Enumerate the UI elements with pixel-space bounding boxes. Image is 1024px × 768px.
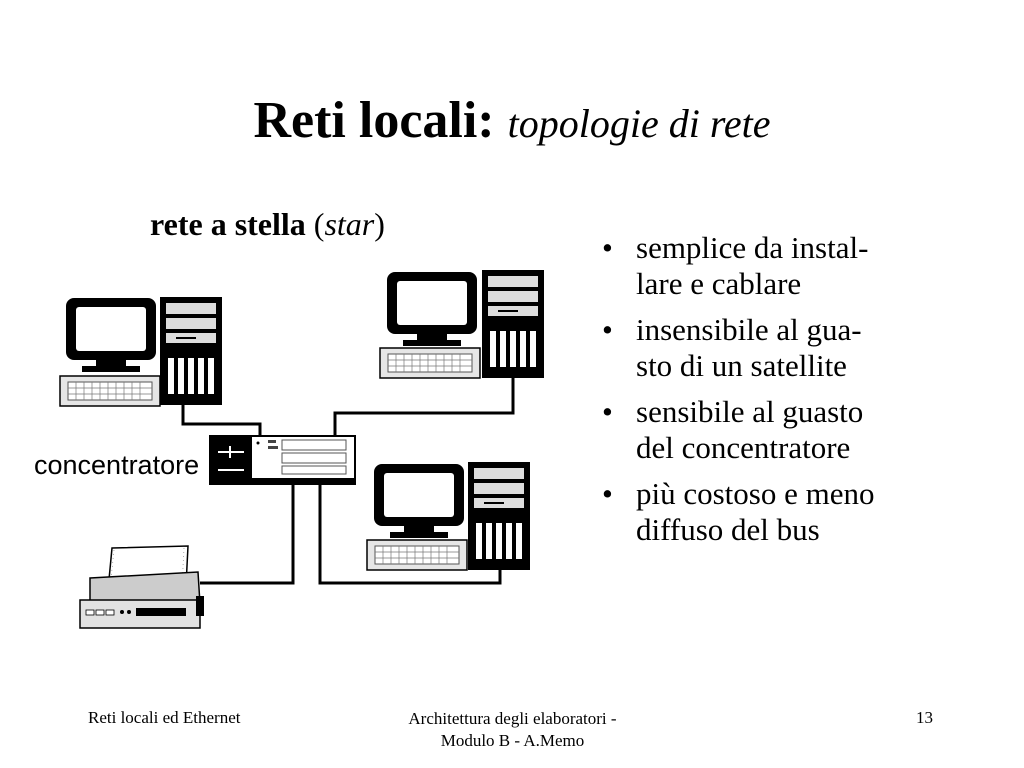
bullet-line: sensibile al guasto [636, 394, 864, 429]
slide-title-main: Reti locali: [253, 92, 495, 149]
workstation-top-right [379, 270, 544, 379]
monitor [387, 272, 477, 346]
printer [79, 545, 204, 629]
keyboard [379, 347, 481, 379]
concentrator-label: concentratore [34, 450, 200, 480]
keyboard [366, 539, 468, 571]
bullet-line: semplice da instal- [636, 230, 869, 265]
footer-module-line2: Modulo B - A.Memo [440, 731, 585, 750]
monitor [66, 298, 156, 372]
diagram-heading-paren-close: ) [374, 206, 385, 242]
workstation-top-left [59, 297, 222, 407]
bullet-line: del concentratore [636, 430, 851, 465]
footer-module-line1: Architettura degli elaboratori - [408, 709, 617, 728]
footer-course-title: Reti locali ed Ethernet [88, 708, 241, 727]
bullet-line: insensibile al gua- [636, 312, 862, 347]
diagram-heading: rete a stella (star) [150, 206, 385, 243]
bullet-item: semplice da instal-lare e cablare [600, 230, 990, 302]
keyboard [59, 375, 161, 407]
page-number: 13 [916, 708, 933, 727]
network-cables [181, 378, 515, 585]
bullet-line: sto di un satellite [636, 348, 847, 383]
bullet-line: diffuso del bus [636, 512, 820, 547]
diagram-heading-paren-open: ( [305, 206, 325, 242]
diagram-heading-bold: rete a stella [150, 206, 306, 242]
slide-title-subtitle: topologie di rete [507, 101, 771, 146]
diagram-heading-italic: star [324, 206, 375, 242]
bullet-item: insensibile al gua-sto di un satellite [600, 312, 990, 384]
bullet-line: più costoso e meno [636, 476, 875, 511]
slide-title: Reti locali: topologie di rete [0, 92, 1024, 149]
star-topology-diagram [59, 270, 544, 629]
tower-case [482, 270, 544, 378]
tower-case [468, 462, 530, 570]
workstation-bottom-right [366, 462, 530, 571]
tower-case [160, 297, 222, 405]
monitor [374, 464, 464, 538]
concentrator-hub [209, 435, 356, 485]
bullet-list: semplice da instal-lare e cablare insens… [600, 230, 990, 558]
bullet-line: lare e cablare [636, 266, 802, 301]
footer-module: Architettura degli elaboratori - Modulo … [385, 708, 640, 752]
